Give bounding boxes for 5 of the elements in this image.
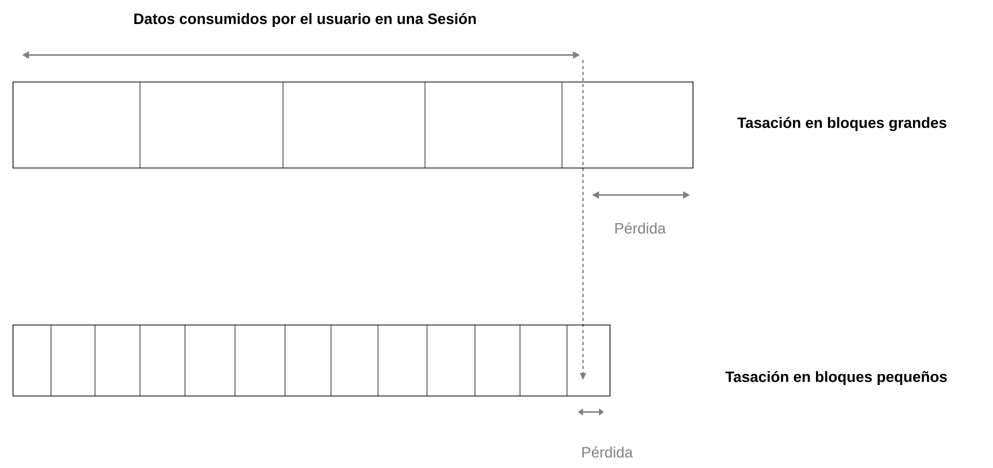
bar-label: Tasación en bloques pequeños	[725, 370, 947, 386]
loss-label: Pérdida	[615, 222, 666, 234]
bar-label: Tasación en bloques grandes	[737, 116, 946, 132]
loss-label: Pérdida	[582, 446, 633, 458]
heading: Datos consumidos por el usuario en una Sesión	[134, 12, 476, 28]
